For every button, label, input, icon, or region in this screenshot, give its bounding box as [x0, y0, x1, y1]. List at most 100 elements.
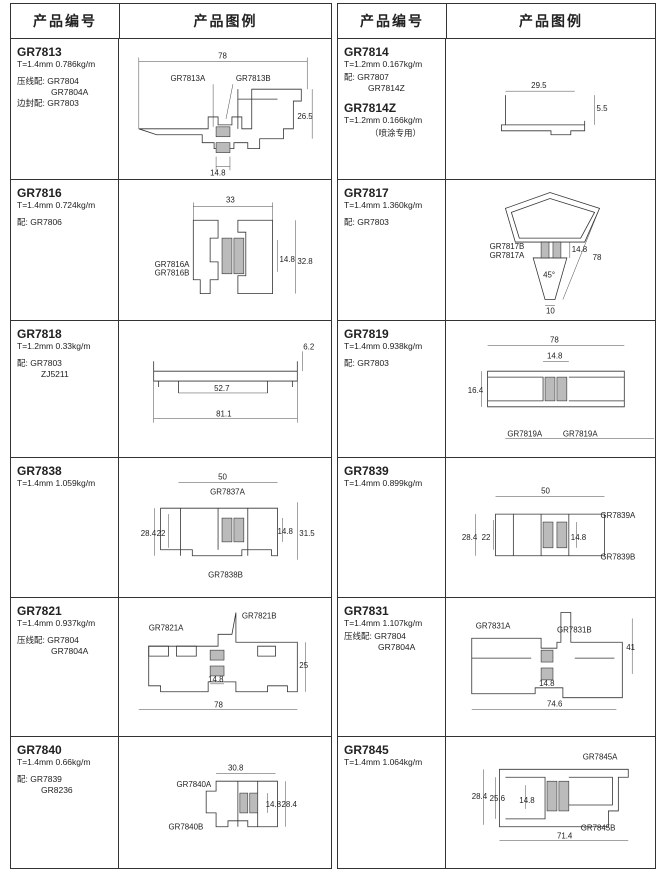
header-figure: 产品图例 [193, 14, 258, 30]
dim-width: 74.6 [547, 700, 563, 709]
profile-svg: 50 28.4 22 14.8 GR7839A GR7839B [462, 486, 636, 562]
part-label-a: GR7817A [490, 251, 525, 260]
header-code: 产品编号 [338, 4, 447, 38]
product-info: GR7817 T=1.4mm 1.360kg/m 配: GR7803 [338, 180, 446, 320]
dim-inner: 22 [157, 529, 166, 538]
product-info: GR7845 T=1.4mm 1.064kg/m [338, 737, 446, 869]
header-figure: 产品图例 [519, 14, 583, 30]
product-spec: T=1.4mm 1.107kg/m [344, 618, 423, 628]
left-catalog-table: 产品编号 产品图例 GR7813 T=1.4mm 0.786kg/m 压线配: … [10, 3, 332, 869]
profile-drawing: 30.8 GR7840A 14.8 28.4 GR7840B [119, 737, 331, 869]
dim-height: 41 [626, 643, 635, 652]
dim-width: 78 [550, 335, 559, 344]
profile-drawing: 6.2 52.7 81.1 [119, 321, 331, 457]
product-code: GR7817 [344, 186, 389, 200]
product-notes: 配: GR7803 ZJ5211 [17, 358, 69, 379]
product-code: GR7838 [17, 464, 62, 478]
part-label-a: GR7837A [210, 487, 245, 496]
product-notes: 配: GR7807 GR7814Z [344, 72, 405, 93]
header-code: 产品编号 [11, 4, 120, 38]
right-catalog-table: 产品编号 产品图例 GR7814 T=1.2mm 0.167kg/m 配: GR… [337, 3, 656, 869]
product-spec: T=1.2mm 0.167kg/m [344, 59, 423, 69]
dim-width: 29.5 [531, 81, 547, 90]
product-code: GR7840 [17, 743, 62, 757]
dim-width: 81.1 [216, 410, 232, 419]
product-spec: T=1.4mm 0.724kg/m [17, 200, 96, 210]
part-label-a: GR7845A [583, 752, 618, 761]
part-label-b: GR7816B [155, 269, 190, 278]
product-spec: T=1.4mm 0.66kg/m [17, 757, 91, 767]
product-spec: T=1.4mm 1.064kg/m [344, 757, 423, 767]
profile-svg: 33 14.8 32.8 GR7816A GR7816B [155, 195, 313, 294]
product-info: GR7816 T=1.4mm 0.724kg/m 配: GR7806 [11, 180, 119, 320]
part-label-b: GR7813B [236, 74, 271, 83]
product-spec-alt: T=1.2mm 0.166kg/m [344, 115, 423, 125]
product-code: GR7831 [344, 604, 389, 618]
product-spec: T=1.4mm 0.786kg/m [17, 59, 96, 69]
product-notes: 压线配: GR7804 GR7804A [344, 631, 416, 652]
product-note-alt: （喷涂专用） [370, 128, 422, 138]
dim-insulation: 14.8 [208, 675, 224, 684]
part-label-b: GR7817B [490, 242, 525, 251]
product-info: GR7819 T=1.4mm 0.938kg/m 配: GR7803 [338, 321, 446, 457]
product-row: GR7816 T=1.4mm 0.724kg/m 配: GR7806 33 14… [11, 180, 331, 321]
product-spec: T=1.4mm 1.360kg/m [344, 200, 423, 210]
part-label-b: GR7845B [581, 824, 616, 833]
dim-total: 31.5 [299, 529, 315, 538]
dim-height: 28.4 [141, 529, 157, 538]
product-notes: 配: GR7803 [344, 358, 389, 368]
dim-width: 30.8 [228, 763, 244, 772]
product-row: GR7838 T=1.4mm 1.059kg/m 50 GR7837A 28.4… [11, 458, 331, 598]
product-spec: T=1.4mm 0.899kg/m [344, 478, 423, 488]
product-spec: T=1.4mm 0.937kg/m [17, 618, 96, 628]
product-code: GR7816 [17, 186, 62, 200]
profile-drawing: 29.5 5.5 [446, 39, 655, 179]
product-notes: 压线配: GR7804 GR7804A [17, 635, 89, 656]
dim-width: 78 [214, 701, 223, 710]
dim-height: 28.4 [281, 800, 297, 809]
product-row: GR7813 T=1.4mm 0.786kg/m 压线配: GR7804 GR7… [11, 39, 331, 180]
product-row: GR7831 T=1.4mm 1.107kg/m 压线配: GR7804 GR7… [338, 598, 655, 737]
dim-width: 50 [218, 472, 227, 481]
dim-height: 28.4 [462, 533, 478, 542]
product-row: GR7818 T=1.2mm 0.33kg/m 配: GR7803 ZJ5211… [11, 321, 331, 458]
dim-angle: 45° [543, 271, 555, 280]
product-info: GR7839 T=1.4mm 0.899kg/m [338, 458, 446, 597]
profile-svg: GR7831A GR7831B 41 14.8 74.6 [471, 612, 636, 710]
dim-insulation: 14.8 [539, 679, 555, 688]
product-spec: T=1.4mm 1.059kg/m [17, 478, 96, 488]
product-info: GR7821 T=1.4mm 0.937kg/m 压线配: GR7804 GR7… [11, 598, 119, 736]
product-info: GR7814 T=1.2mm 0.167kg/m 配: GR7807 GR781… [338, 39, 446, 179]
product-spec: T=1.4mm 0.938kg/m [344, 341, 423, 351]
table-header: 产品编号 产品图例 [338, 4, 655, 39]
part-label-b: GR7840B [169, 823, 204, 832]
product-notes: 压线配: GR7804 GR7804A 边封配: GR7803 [17, 76, 89, 108]
profile-svg: 30.8 GR7840A 14.8 28.4 GR7840B [169, 763, 298, 832]
product-code: GR7813 [17, 45, 62, 59]
product-row: GR7817 T=1.4mm 1.360kg/m 配: GR7803 14.8 … [338, 180, 655, 321]
profile-drawing: 14.8 78 45° 10 GR7817B GR7817A [446, 180, 655, 320]
part-label-b: GR7839B [601, 553, 636, 562]
product-code: GR7814 [344, 45, 389, 59]
dim-height: 25 [299, 661, 308, 670]
dim-insulation: 14.8 [210, 168, 226, 177]
profile-svg: 78 GR7813A GR7813B 14.8 26.5 [138, 51, 313, 177]
profile-drawing: 78 GR7813A GR7813B 14.8 26.5 [119, 39, 331, 179]
part-label-b: GR7831B [557, 625, 592, 634]
dim-insulation: 14.8 [278, 527, 294, 536]
part-label-a: GR7831A [476, 621, 511, 630]
dim-height: 5.5 [597, 104, 609, 113]
profile-svg: 78 14.8 16.4 GR7819A GR7819A [468, 335, 655, 439]
profile-svg: 6.2 52.7 81.1 [153, 342, 314, 423]
dim-insulation: 14.8 [571, 533, 587, 542]
dim-insulation: 14.8 [279, 255, 295, 264]
dim-width: 78 [218, 51, 227, 60]
dim-base: 10 [546, 306, 555, 315]
part-label-a: GR7840A [176, 780, 211, 789]
profile-drawing: 33 14.8 32.8 GR7816A GR7816B [119, 180, 331, 320]
dim-width: 50 [541, 486, 550, 495]
dim-inner: 22 [482, 533, 491, 542]
profile-drawing: GR7821A GR7821B 14.8 25 78 [119, 598, 331, 736]
product-info: GR7838 T=1.4mm 1.059kg/m [11, 458, 119, 597]
dim-height: 16.4 [468, 386, 484, 395]
